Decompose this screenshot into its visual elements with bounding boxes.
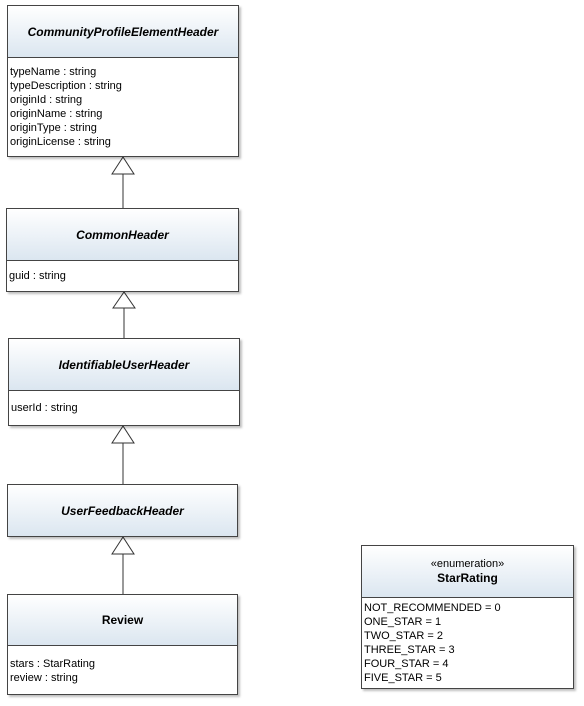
class-identifiable-user-header[interactable]: IdentifiableUserHeader userId : string xyxy=(8,338,240,426)
class-name: UserFeedbackHeader xyxy=(61,503,184,518)
attribute: typeName : string xyxy=(10,66,97,78)
class-community-profile-element-header[interactable]: CommunityProfileElementHeader typeName :… xyxy=(7,5,239,157)
attribute: originLicense : string xyxy=(10,136,111,148)
enum-value-list: NOT_RECOMMENDED = 0 ONE_STAR = 1 TWO_STA… xyxy=(362,598,573,685)
class-name: CommonHeader xyxy=(76,227,169,242)
enum-value: TWO_STAR = 2 xyxy=(364,630,443,642)
generalization-arrow-commonheader xyxy=(111,156,135,175)
generalization-arrow-review xyxy=(111,536,135,555)
enum-value: NOT_RECOMMENDED = 0 xyxy=(364,602,501,614)
class-review[interactable]: Review stars : StarRating review : strin… xyxy=(7,594,238,695)
attribute-list: userId : string xyxy=(9,391,239,415)
enum-value: THREE_STAR = 3 xyxy=(364,644,455,656)
attribute: userId : string xyxy=(11,402,78,414)
attribute: originName : string xyxy=(10,108,103,120)
class-user-feedback-header[interactable]: UserFeedbackHeader xyxy=(7,484,238,537)
attribute: guid : string xyxy=(9,270,66,282)
class-name: CommunityProfileElementHeader xyxy=(27,24,219,39)
enum-name: StarRating xyxy=(437,571,498,585)
attribute: typeDescription : string xyxy=(10,80,122,92)
enum-header: «enumeration» StarRating xyxy=(362,546,573,598)
class-header: UserFeedbackHeader xyxy=(8,485,237,536)
generalization-arrow-userfeedbackheader xyxy=(111,425,135,444)
class-header: Review xyxy=(8,595,237,646)
class-header: CommonHeader xyxy=(7,209,238,261)
enum-value: ONE_STAR = 1 xyxy=(364,616,442,628)
class-name: Review xyxy=(101,613,144,627)
class-header: CommunityProfileElementHeader xyxy=(8,6,238,58)
class-header: IdentifiableUserHeader xyxy=(9,339,239,391)
attribute: review : string xyxy=(10,672,78,684)
attribute-list: typeName : string typeDescription : stri… xyxy=(8,58,238,149)
class-name: IdentifiableUserHeader xyxy=(58,357,190,372)
class-common-header[interactable]: CommonHeader guid : string xyxy=(6,208,239,292)
attribute: stars : StarRating xyxy=(10,658,95,670)
attribute: originType : string xyxy=(10,122,97,134)
enum-value: FOUR_STAR = 4 xyxy=(364,658,449,670)
attribute: originId : string xyxy=(10,94,83,106)
attribute-list: stars : StarRating review : string xyxy=(8,646,237,685)
enum-stereotype: «enumeration» xyxy=(430,558,505,570)
attribute-list: guid : string xyxy=(7,261,238,283)
enum-value: FIVE_STAR = 5 xyxy=(364,672,442,684)
enum-star-rating[interactable]: «enumeration» StarRating NOT_RECOMMENDED… xyxy=(361,545,574,689)
generalization-arrow-identifiableuserheader xyxy=(112,291,136,309)
